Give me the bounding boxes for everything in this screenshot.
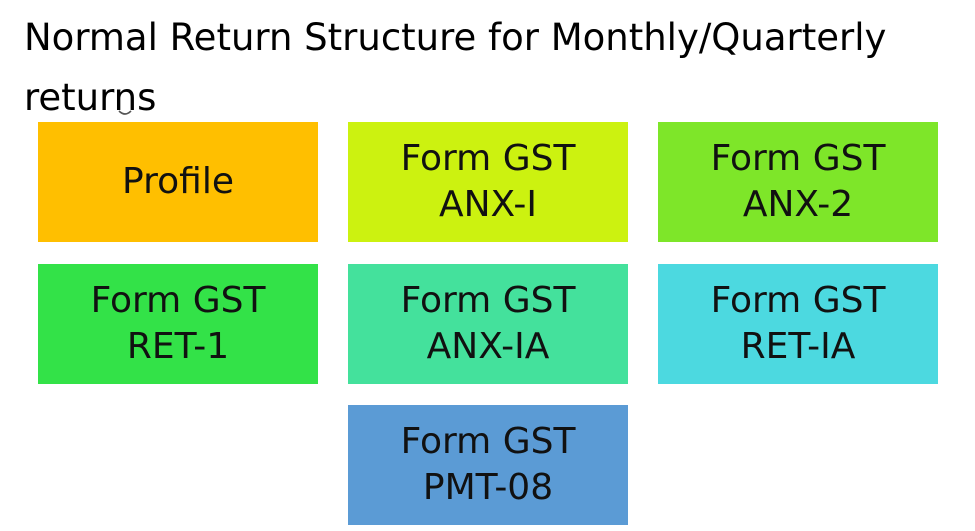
box-form-gst-ret-ia: Form GST RET-IA [658,264,938,384]
spellcheck-squiggle [118,110,132,115]
box-form-gst-anx-1: Form GST ANX-I [348,122,628,242]
box-form-gst-anx-1-label: Form GST ANX-I [400,138,576,225]
box-form-gst-anx-2: Form GST ANX-2 [658,122,938,242]
box-form-gst-anx-ia-label: Form GST ANX-IA [400,280,576,367]
box-form-gst-ret-ia-label: Form GST RET-IA [710,280,886,367]
diagram-title: Normal Return Structure for Monthly/Quar… [24,16,887,119]
box-form-gst-pmt-08: Form GST PMT-08 [348,405,628,525]
box-form-gst-anx-2-label: Form GST ANX-2 [710,138,886,225]
box-form-gst-pmt-08-label: Form GST PMT-08 [400,421,576,508]
box-form-gst-ret-1: Form GST RET-1 [38,264,318,384]
box-form-gst-anx-ia: Form GST ANX-IA [348,264,628,384]
box-form-gst-ret-1-label: Form GST RET-1 [90,280,266,367]
box-profile-label: Profile [122,161,234,202]
box-profile: Profile [38,122,318,242]
